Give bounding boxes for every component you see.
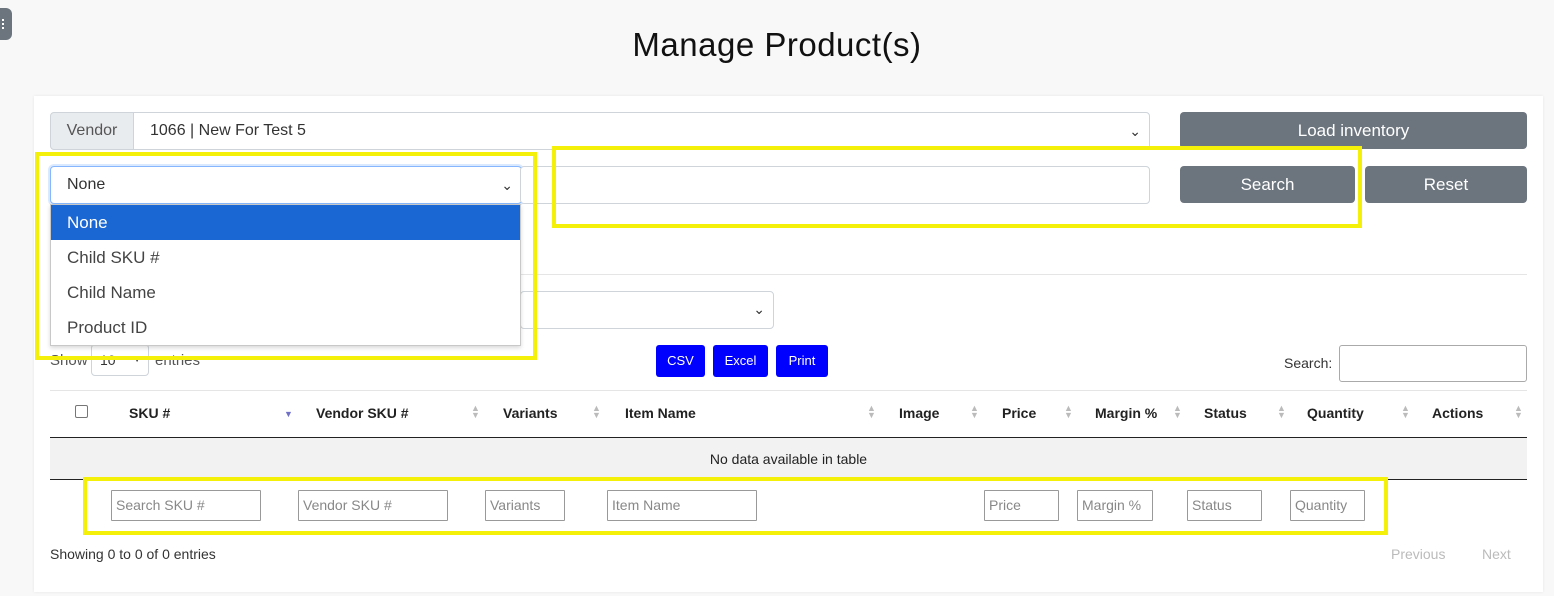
table-search-input[interactable]: [1339, 345, 1527, 382]
print-button[interactable]: Print: [776, 345, 828, 377]
column-header-actions[interactable]: Actions: [1432, 405, 1484, 421]
filter-option-child-sku[interactable]: Child SKU #: [67, 248, 160, 267]
vendor-select[interactable]: 1066 | New For Test 5 ⌄: [133, 112, 1150, 150]
next-page-button[interactable]: Next: [1482, 546, 1511, 562]
filter-option-none[interactable]: None: [51, 205, 520, 240]
sort-icon: ▲▼: [1277, 403, 1286, 420]
filter-dropdown-list: None Child SKU # Child Name Product ID: [50, 204, 521, 346]
column-header-variants[interactable]: Variants: [503, 405, 558, 421]
select-all-checkbox[interactable]: [75, 405, 88, 418]
page-length-value: 10: [100, 352, 116, 368]
filter-input-price[interactable]: Price: [984, 490, 1059, 521]
page-title: Manage Product(s): [632, 26, 922, 63]
sort-icon: ▲▼: [592, 403, 601, 420]
sort-icon: ▲▼: [1064, 403, 1073, 420]
chevron-down-icon: ⌄: [1129, 123, 1141, 139]
page-length-select[interactable]: 10 ▼: [91, 344, 149, 376]
column-header-vendor-sku[interactable]: Vendor SKU #: [316, 405, 409, 421]
filter-input-status[interactable]: Status: [1187, 490, 1262, 521]
column-header-sku[interactable]: SKU #: [129, 405, 171, 421]
filter-input-margin[interactable]: Margin %: [1077, 490, 1153, 521]
search-button[interactable]: Search: [1180, 166, 1355, 203]
filter-input-vendor-sku[interactable]: Vendor SKU #: [298, 490, 448, 521]
show-label: Show: [50, 352, 88, 369]
table-search-label: Search:: [1284, 355, 1333, 371]
excel-button[interactable]: Excel: [713, 345, 768, 377]
sort-icon: ▲▼: [1401, 403, 1410, 420]
sort-icon: ▲▼: [1514, 403, 1523, 420]
divider: [50, 274, 1527, 275]
filter-option-child-name[interactable]: Child Name: [67, 283, 156, 302]
filter-field-select[interactable]: None ⌄: [50, 166, 522, 204]
sort-icon: ▲▼: [471, 403, 480, 420]
filter-input-item-name[interactable]: Item Name: [607, 490, 757, 521]
sort-icon: ▲▼: [1173, 403, 1182, 420]
pagination-info: Showing 0 to 0 of 0 entries: [50, 546, 216, 562]
column-header-quantity[interactable]: Quantity: [1307, 405, 1364, 421]
table-header: SKU # ▼ Vendor SKU # ▲▼ Variants ▲▼ Item…: [50, 390, 1527, 438]
column-header-status[interactable]: Status: [1204, 405, 1247, 421]
vendor-select-value: 1066 | New For Test 5: [150, 122, 306, 139]
chevron-down-icon: ⌄: [753, 301, 765, 317]
sort-icon: ▲▼: [867, 403, 876, 420]
sort-desc-icon: ▼: [284, 409, 293, 419]
entries-label: entries: [155, 352, 201, 369]
column-header-margin[interactable]: Margin %: [1095, 405, 1158, 421]
filter-option-product-id[interactable]: Product ID: [67, 318, 148, 337]
grip-icon: [2, 19, 5, 29]
main-card: Vendor 1066 | New For Test 5 ⌄ Load inve…: [34, 96, 1543, 592]
filter-input-sku[interactable]: Search SKU #: [111, 490, 261, 521]
filter-input-variants[interactable]: Variants: [485, 490, 565, 521]
filter-select-value: None: [67, 176, 106, 193]
reset-button[interactable]: Reset: [1365, 166, 1527, 203]
csv-button[interactable]: CSV: [656, 345, 705, 377]
side-toggle-handle[interactable]: [0, 8, 12, 40]
load-inventory-button[interactable]: Load inventory: [1180, 112, 1527, 149]
column-header-price[interactable]: Price: [1002, 405, 1037, 421]
table-empty-message: No data available in table: [50, 438, 1527, 480]
secondary-select[interactable]: ⌄: [520, 291, 774, 329]
previous-page-button[interactable]: Previous: [1391, 546, 1446, 562]
sort-icon: ▲▼: [970, 403, 979, 420]
filter-input-quantity[interactable]: Quantity: [1290, 490, 1365, 521]
caret-down-icon: ▼: [132, 354, 142, 365]
column-header-image[interactable]: Image: [899, 405, 940, 421]
vendor-label: Vendor: [50, 112, 134, 150]
column-header-item-name[interactable]: Item Name: [625, 405, 696, 421]
chevron-down-icon: ⌄: [501, 177, 513, 193]
search-text-input[interactable]: [520, 166, 1150, 204]
